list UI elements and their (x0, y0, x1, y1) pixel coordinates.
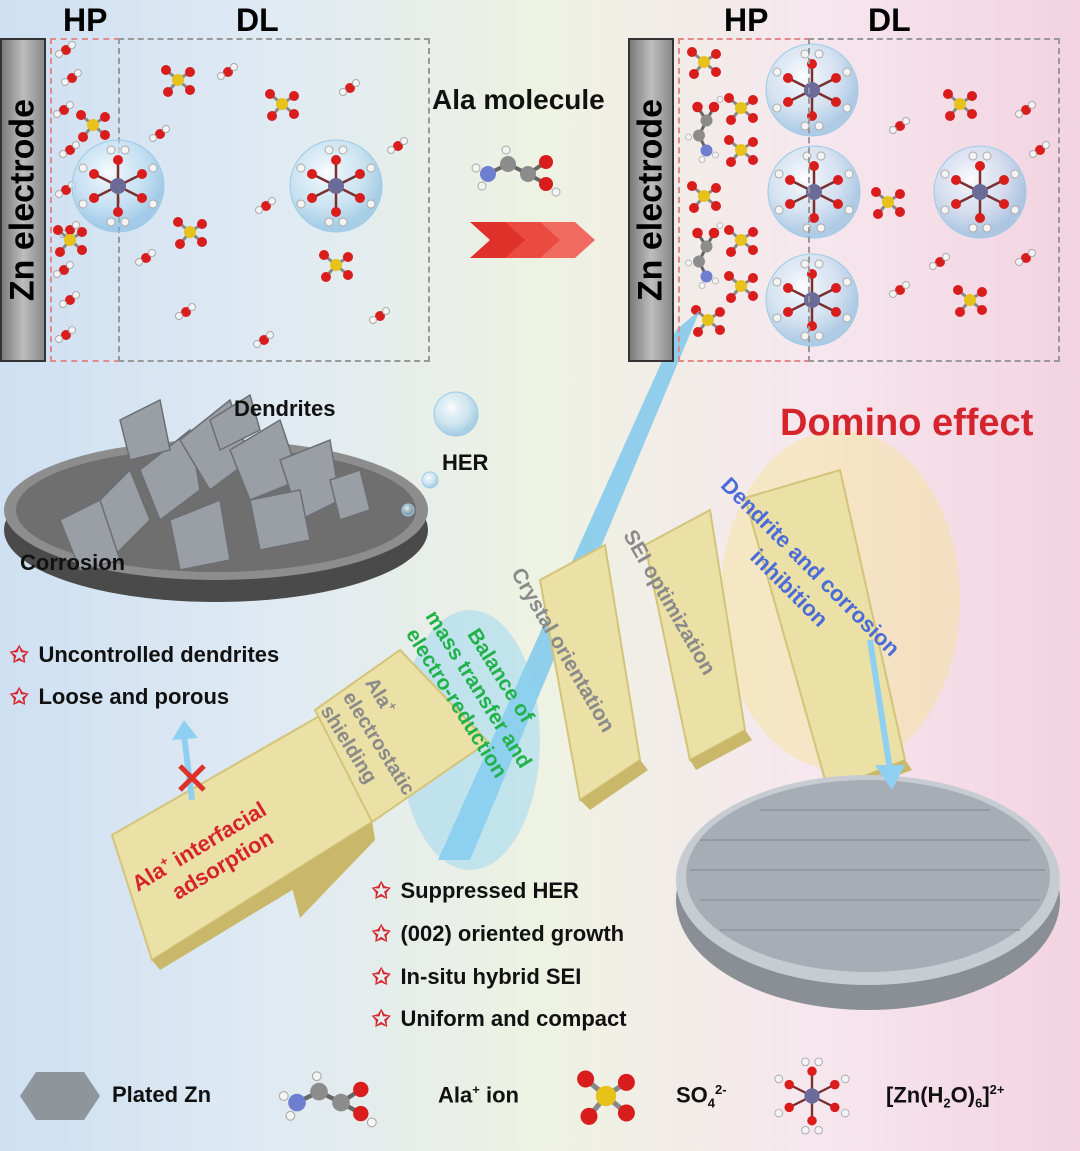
domino-effect-title: Domino effect (780, 402, 1034, 444)
legend-znc-sup: 2+ (989, 1082, 1005, 1097)
bubble-icon-small-1 (421, 471, 439, 489)
zn-complex-left-1 (70, 138, 166, 234)
dendrite-disc (4, 393, 428, 602)
bottom-bullet-1: ✩ Suppressed HER (372, 878, 579, 904)
legend-ala-ion: Ala+ ion (438, 1082, 519, 1108)
star-icon: ✩ (372, 964, 391, 989)
legend-sulfate: SO42- (676, 1082, 727, 1111)
legend-so4-text: SO (676, 1082, 708, 1108)
ala-molecule-center (470, 144, 562, 198)
bubble-icon-small-2 (401, 503, 415, 517)
star-icon: ✩ (10, 642, 29, 667)
legend-ala-ion-tail: ion (479, 1082, 519, 1108)
star-icon: ✩ (372, 1006, 391, 1031)
sulfate-dl-left-2 (263, 87, 301, 123)
left-bullet-1-text: Uncontrolled dendrites (38, 642, 280, 667)
hp-region-right (678, 38, 810, 362)
arrow-up-icon (172, 720, 198, 801)
bottom-bullet-2: ✩ (002) oriented growth (372, 921, 624, 947)
ala-molecule-label: Ala molecule (432, 84, 605, 115)
bottom-bullet-4: ✩ Uniform and compact (372, 1006, 627, 1032)
legend-znc-b: O) (950, 1082, 976, 1108)
bottom-bullet-1-text: Suppressed HER (400, 878, 579, 903)
left-bullet-2-text: Loose and porous (38, 684, 230, 709)
sulfate-dl-left-4 (317, 248, 355, 284)
star-icon: ✩ (10, 684, 29, 709)
plated-zn-hexagon-icon (20, 1072, 100, 1120)
hp-label-right: HP (724, 2, 769, 38)
zn-electrode-right-text: Zn electrode (631, 98, 670, 302)
zn-electrode-right: Zn electrode (628, 38, 674, 362)
legend-znc-c: ] (982, 1082, 990, 1108)
star-icon: ✩ (372, 921, 391, 946)
sulfate-dl-left-3 (171, 215, 209, 251)
bottom-bullet-3: ✩ In-situ hybrid SEI (372, 964, 581, 990)
her-label: HER (442, 450, 489, 475)
left-bullet-1: ✩ Uncontrolled dendrites (10, 642, 279, 668)
bottom-bullet-2-text: (002) oriented growth (400, 921, 625, 946)
zn-complex-left-2 (288, 138, 384, 234)
bottom-bullet-3-text: In-situ hybrid SEI (400, 964, 582, 989)
dl-label-left: DL (236, 2, 279, 38)
dendrites-label: Dendrites (234, 396, 336, 421)
legend-znc-a: [Zn(H (886, 1082, 944, 1108)
bubble-icon (433, 391, 479, 437)
sulfate-hp-left-1 (74, 108, 112, 144)
corrosion-label: Corrosion (20, 550, 126, 575)
legend-znc-sub1: 2 (943, 1095, 951, 1111)
legend-ala-ion-sup: + (472, 1082, 480, 1097)
star-icon: ✩ (372, 878, 391, 903)
dl-label-right: DL (868, 2, 911, 38)
legend-ala-ion-text: Ala (438, 1082, 473, 1108)
legend-so4-sub: 4 (707, 1095, 716, 1111)
sulfate-legend-icon (577, 1071, 635, 1125)
domino-tiles (110, 468, 912, 970)
dl-region-right (808, 38, 1060, 362)
legend-znc-sub2: 6 (975, 1095, 983, 1111)
legend-plated-zn: Plated Zn (112, 1082, 212, 1107)
hp-label-left: HP (63, 2, 108, 38)
legend-zn-complex: [Zn(H2O)6]2+ (886, 1082, 1005, 1111)
zn-complex-legend-icon (774, 1057, 850, 1135)
chevron-arrows-icon (470, 222, 595, 258)
left-bullet-2: ✩ Loose and porous (10, 684, 229, 710)
cross-icon (178, 764, 206, 792)
zn-electrode-left: Zn electrode (0, 38, 46, 362)
legend-so4-sup: 2- (715, 1082, 727, 1097)
sulfate-dl-left-1 (159, 63, 197, 99)
bottom-bullet-4-text: Uniform and compact (400, 1006, 627, 1031)
ala-ion-legend-icon (279, 1072, 376, 1127)
compact-zn-disc (676, 775, 1060, 1010)
arrow-down-icon (867, 639, 905, 790)
